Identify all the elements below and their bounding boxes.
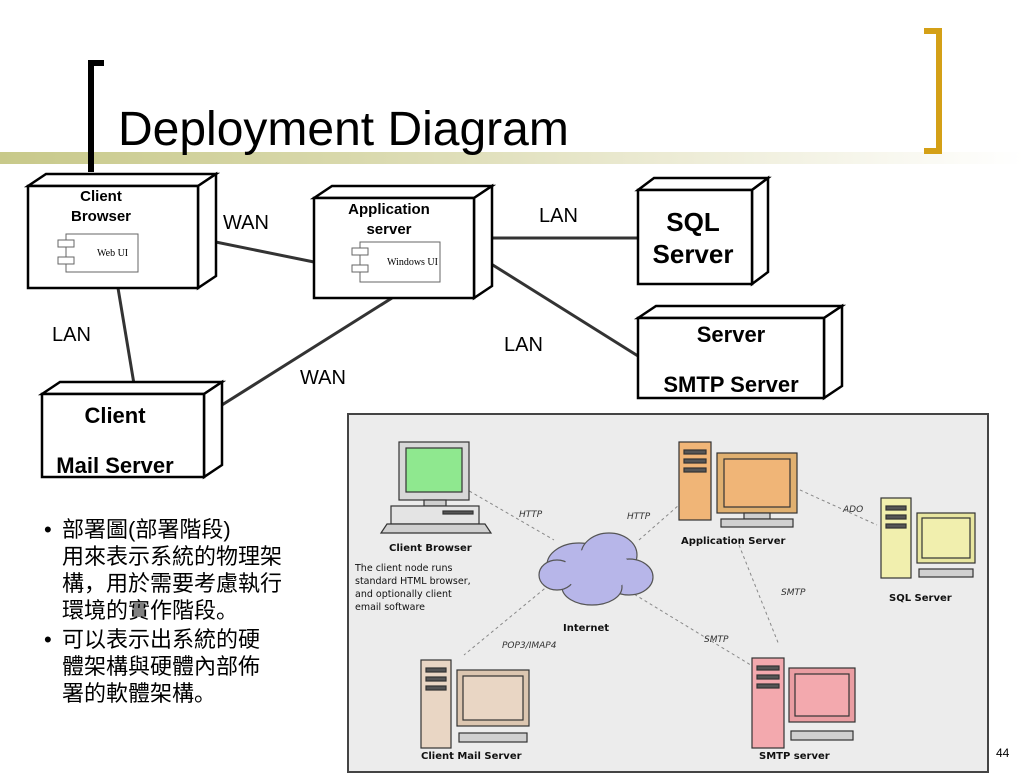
node-label-line: SQL [666, 207, 720, 237]
conn-label-app-sql: LAN [539, 205, 578, 227]
title-underline-band [0, 152, 1024, 164]
node-sql-server-label: SQL Server [640, 206, 746, 270]
node-label-line: server [366, 221, 412, 238]
node-label-line: Client [84, 403, 146, 428]
network-figure-art [379, 441, 976, 749]
fig-protocol-http-app: HTTP [627, 512, 651, 522]
conn-label-browser-app: WAN [223, 212, 269, 234]
bullet-item: • 部署圖(部署階段) 用來表示系統的物理架 構，用於需要考慮執行 環境的實作階… [42, 516, 324, 624]
node-client-mail-server-label: Client Mail Server [44, 403, 186, 479]
network-figure: Client Browser The client node runs stan… [347, 413, 989, 773]
application-server-computer-icon [678, 441, 798, 528]
fig-description-line: standard HTML browser, [355, 576, 471, 587]
bullet-dot: • [44, 517, 52, 542]
node-label-line: Client [80, 188, 122, 205]
node-label-line: SMTP Server [663, 372, 799, 397]
bullet-line: 環境的實作階段。 [62, 598, 239, 623]
smtp-server-computer-icon [751, 657, 856, 749]
fig-description-line: The client node runs [355, 563, 453, 574]
node-smtp-server-label: Server SMTP Server [640, 322, 822, 398]
conn-app-mail [205, 296, 393, 417]
fig-label-application-server: Application Server [681, 536, 786, 547]
slide-title: Deployment Diagram [118, 103, 569, 156]
bullet-line: 可以表示出系統的硬 [62, 627, 261, 652]
fig-label-smtp-server: SMTP server [759, 751, 830, 762]
fig-protocol-pop3: POP3/IMAP4 [502, 641, 557, 651]
fig-label-sql-server: SQL Server [889, 593, 952, 604]
conn-browser-mail [116, 287, 136, 385]
fig-label-client-mail-server: Client Mail Server [421, 751, 522, 762]
bullet-line: 部署圖(部署階段) [62, 517, 231, 542]
fig-protocol-http-client: HTTP [519, 510, 543, 520]
conn-browser-app [195, 236, 315, 264]
fig-protocol-ado: ADO [843, 505, 864, 515]
conn-label-app-mail: WAN [300, 367, 346, 389]
fig-label-client-browser: Client Browser [389, 543, 472, 554]
fig-client-description: The client node runs standard HTML brows… [355, 562, 471, 614]
bullet-line: 用來表示系統的物理架 [62, 544, 283, 569]
sql-server-computer-icon [880, 497, 976, 579]
internet-cloud-icon [538, 532, 654, 606]
client-browser-computer-icon [379, 441, 493, 534]
bullet-line: 體架構與硬體內部佈 [62, 654, 261, 679]
bullet-line: 構，用於需要考慮執行 [62, 571, 283, 596]
conn-label-browser-mail: LAN [52, 324, 91, 346]
bullet-line: 署的軟體架構。 [62, 681, 217, 706]
node-label-line: Server [696, 322, 766, 347]
node-client-browser-label: Client Browser [56, 187, 146, 227]
page-number: 44 [996, 746, 1010, 760]
node-application-server-label: Application server [334, 200, 444, 240]
fig-description-line: and optionally client [355, 589, 452, 600]
node-label-line: Server [652, 239, 734, 269]
fig-protocol-smtp-2: SMTP [704, 635, 729, 645]
bullet-item: • 可以表示出系統的硬 體架構與硬體內部佈 署的軟體架構。 [42, 626, 324, 707]
component-web-ui-label: Web UI [97, 248, 129, 259]
bullet-dot: • [44, 627, 52, 652]
node-label-line: Application [348, 201, 430, 218]
node-label-line: Browser [70, 208, 132, 225]
fig-label-internet: Internet [563, 623, 610, 634]
client-mail-server-computer-icon [420, 659, 530, 749]
right-bracket-decoration [924, 28, 942, 154]
fig-protocol-smtp-1: SMTP [781, 588, 806, 598]
node-label-line: Mail Server [56, 453, 174, 478]
conn-label-app-smtp: LAN [504, 334, 543, 356]
left-bracket-decoration [88, 60, 104, 172]
fig-description-line: email software [355, 602, 426, 613]
component-windows-ui-label: Windows UI [387, 257, 438, 268]
bullet-list: • 部署圖(部署階段) 用來表示系統的物理架 構，用於需要考慮執行 環境的實作階… [42, 516, 324, 707]
